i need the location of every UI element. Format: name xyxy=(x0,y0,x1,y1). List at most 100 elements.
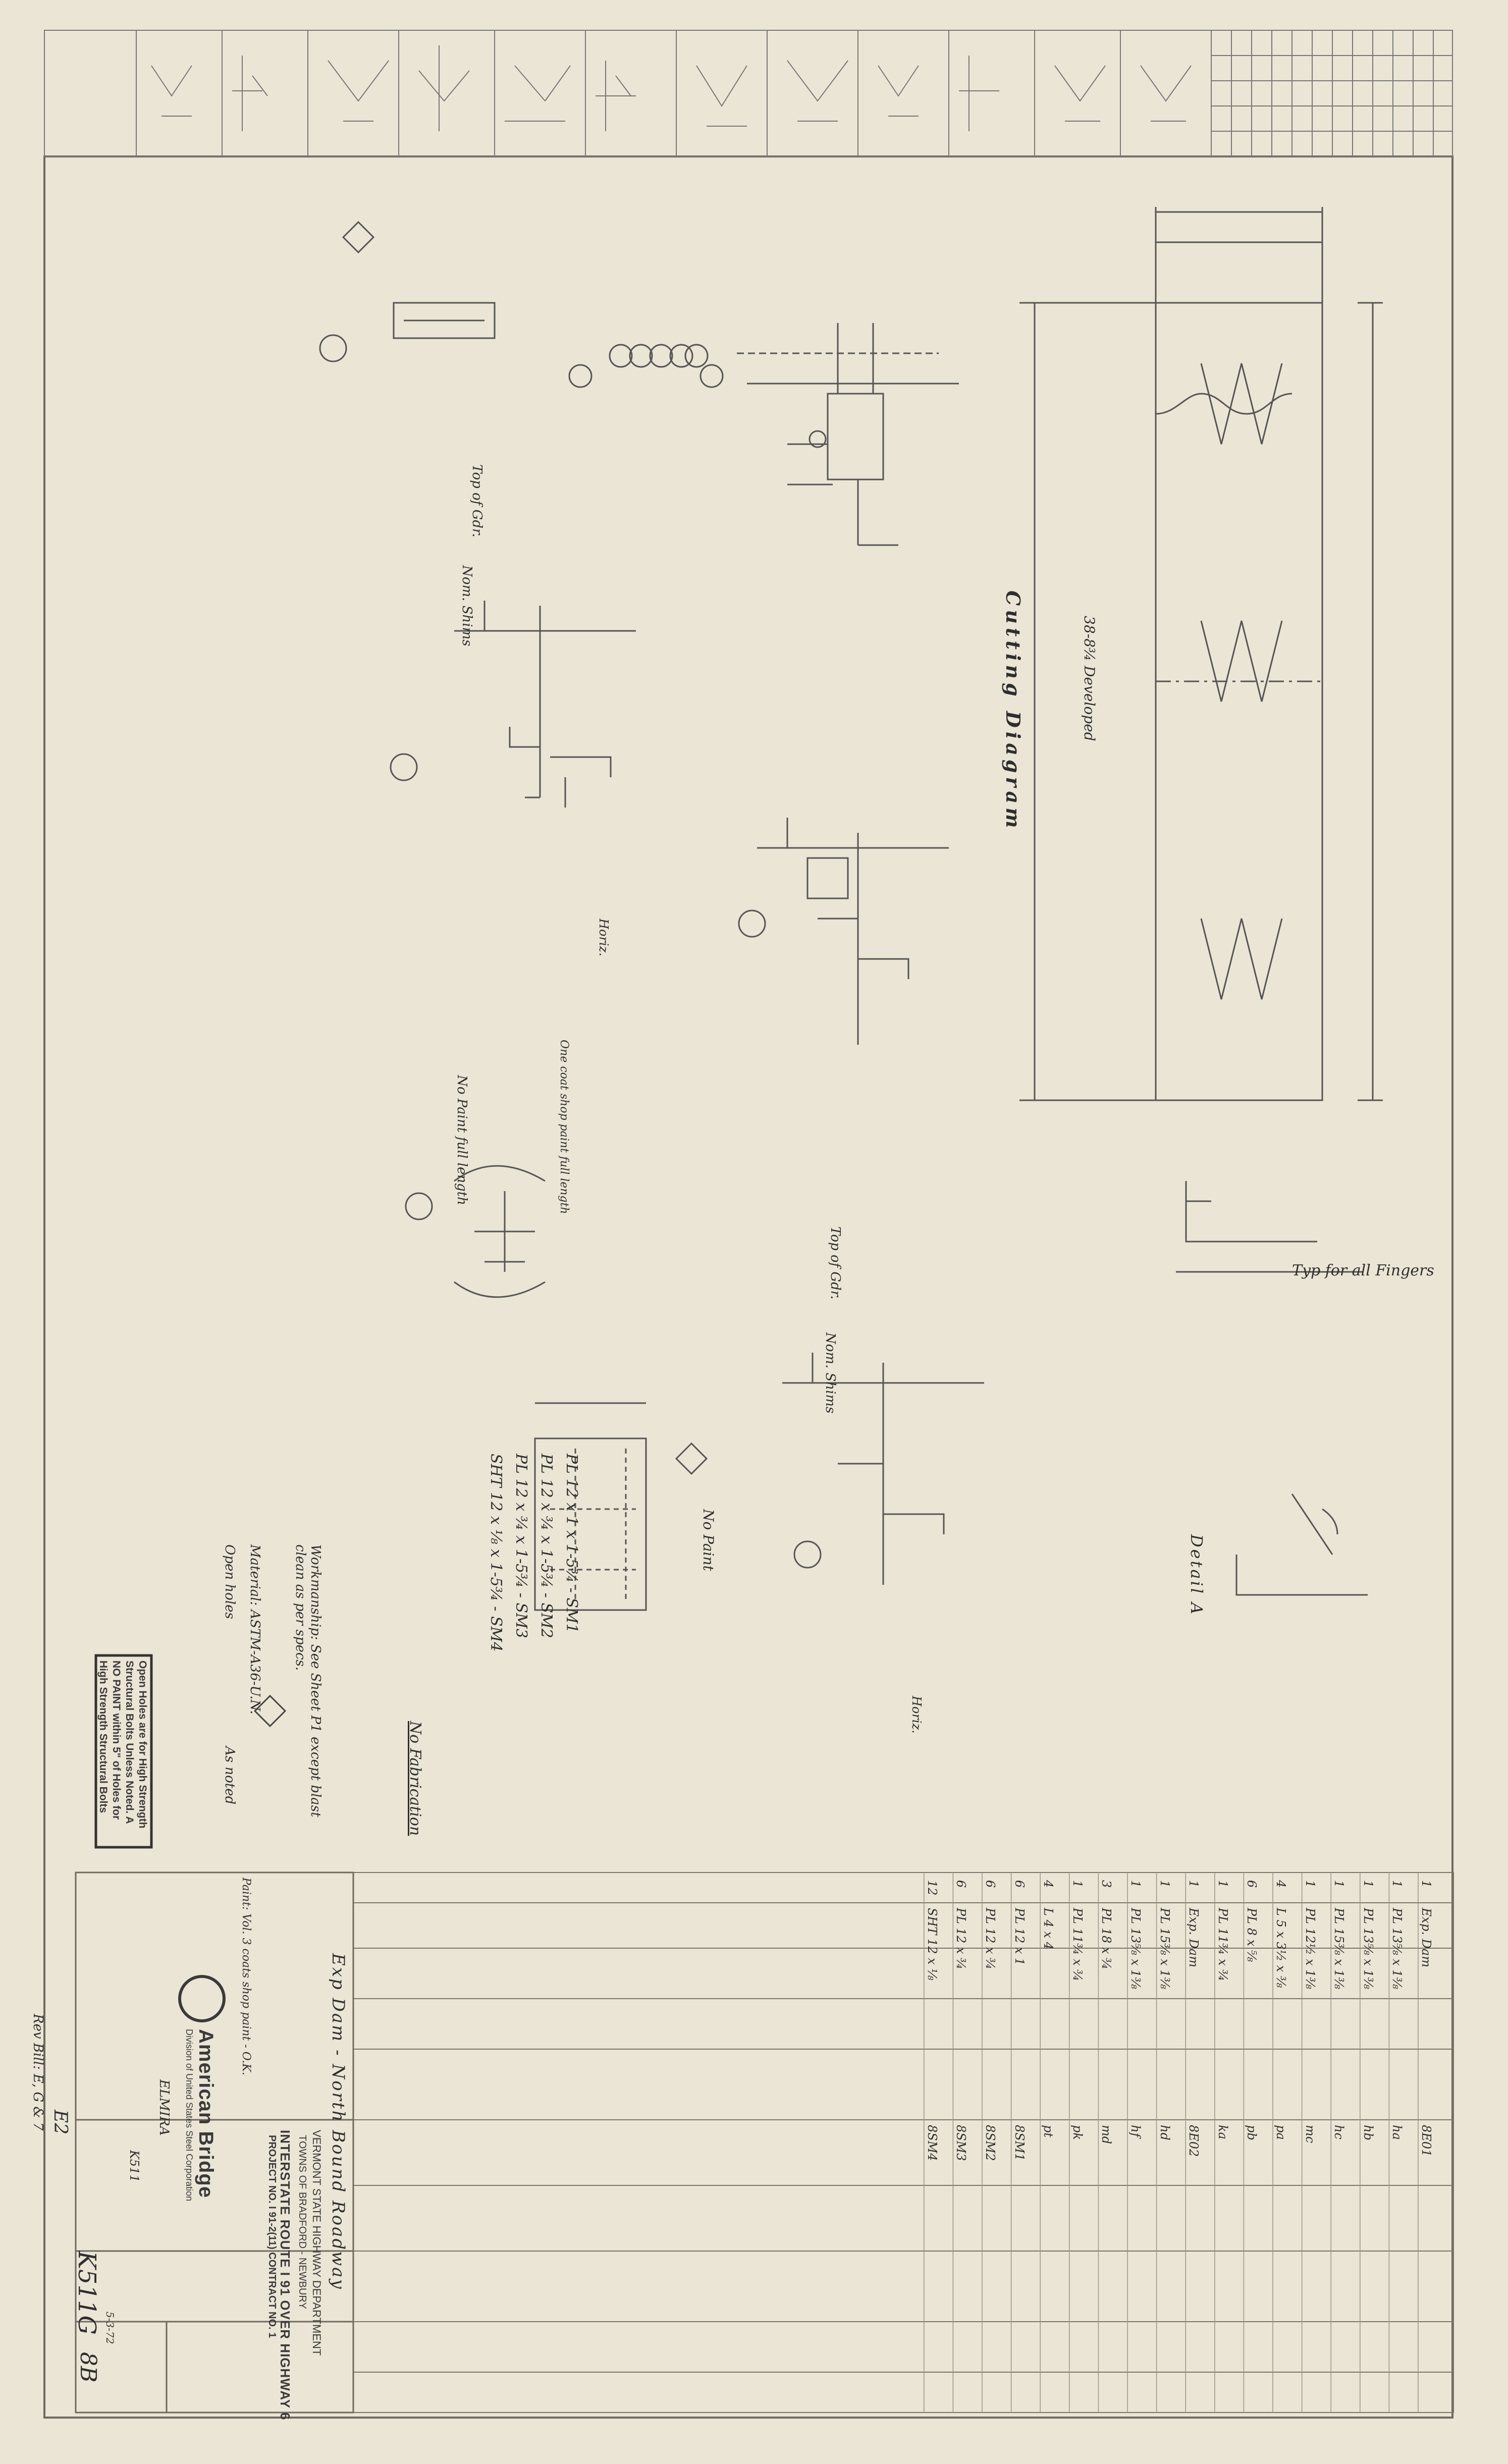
dated-text: 5-3-72 xyxy=(104,2312,116,2344)
workmanship-note: Workmanship: See Sheet P1 except blast c… xyxy=(293,1544,323,1817)
weld-symbol-strip xyxy=(44,30,1453,157)
horiz-label-1: Horiz. xyxy=(597,919,611,956)
company-division: Division of United States Steel Corporat… xyxy=(184,2029,194,2202)
bill-cell-desc: PL 13⅝ x 1⅜ xyxy=(1128,1908,1143,1989)
bill-cell-qty: 1 xyxy=(1187,1880,1201,1888)
bill-cell-qty: 1 xyxy=(1390,1880,1405,1888)
horiz-label-2: Horiz. xyxy=(909,1696,924,1734)
bill-cell-desc: PL 15⅜ x 1⅜ xyxy=(1157,1908,1172,1989)
bill-cell-mark: md xyxy=(1099,2125,1114,2145)
bill-cell-qty: 1 xyxy=(1332,1880,1347,1888)
bill-cell-desc: PL 12 x ¾ xyxy=(954,1908,968,1970)
bill-cell-mark: ka xyxy=(1215,2125,1230,2139)
bill-cell-mark: mc xyxy=(1303,2125,1317,2144)
detail-n-sketch xyxy=(405,1165,546,1298)
nom-shims-label-2: Nom. Shims xyxy=(823,1332,838,1414)
hs-bolt-note: Open Holes are for High Strength Structu… xyxy=(97,1660,148,1829)
detail-j-sketch xyxy=(782,1353,984,1585)
plate-sm4: SHT 12 x ⅛ x 1-5¾ - SM4 xyxy=(487,1454,505,1652)
bill-cell-mark: pa xyxy=(1274,2125,1288,2140)
bill-cell-desc: Exp. Dam xyxy=(1187,1908,1201,1967)
bill-cell-qty: 1 xyxy=(1215,1880,1230,1888)
typ-fingers-label: Typ for all Fingers xyxy=(1292,1262,1434,1279)
bill-cell-qty: 12 xyxy=(925,1880,939,1896)
detail-h2-sketch xyxy=(738,818,949,1045)
bill-cell-qty: 4 xyxy=(1274,1880,1288,1888)
bill-cell-qty: 4 xyxy=(1041,1880,1056,1888)
detail-a-sketch xyxy=(1235,1493,1368,1596)
plate-sm1: PL 12 x 1 x 1-5¾ - SM1 xyxy=(563,1454,580,1633)
cutting-diagram-label: Cutting Diagram xyxy=(1002,591,1025,832)
top-of-gdr-label-2: Top of Gdr. xyxy=(828,1226,843,1300)
detail-a-label: Detail A xyxy=(1187,1534,1206,1617)
plate-sm2: PL 12 x ¾ x 1-5¾ - SM2 xyxy=(537,1454,555,1638)
section-detail-b-g xyxy=(737,323,959,546)
bill-cell-qty: 6 xyxy=(1012,1880,1027,1888)
bill-cell-desc: L 4 x 4 xyxy=(1041,1908,1056,1950)
material-note: Material: ASTM-A36-U.N. xyxy=(247,1544,262,1715)
bill-cell-desc: SHT 12 x ⅛ xyxy=(925,1908,939,1980)
paint-note: Paint: Vol. 3 coats shop paint - O.K. xyxy=(240,1878,252,2075)
bill-cell-mark: 8SM2 xyxy=(983,2125,997,2161)
bill-cell-desc: PL 18 x ¾ xyxy=(1099,1908,1114,1970)
e-box: E2 xyxy=(50,2110,71,2135)
bill-cell-mark: pb xyxy=(1245,2125,1259,2140)
bill-cell-qty: 1 xyxy=(1128,1880,1143,1888)
uss-logo xyxy=(178,1975,226,2022)
detail-h1-sketch xyxy=(390,601,636,808)
title-block xyxy=(75,1871,354,2414)
contract-text: K511 xyxy=(127,2150,141,2182)
bill-cell-qty: 1 xyxy=(1157,1880,1172,1888)
bill-cell-mark: hb xyxy=(1361,2125,1375,2140)
bill-cell-desc: PL 15⅜ x 1⅜ xyxy=(1332,1908,1347,1989)
open-holes-note: Open holes xyxy=(222,1544,237,1619)
bill-cell-desc: Exp. Dam xyxy=(1419,1908,1433,1967)
detail-k-sketch xyxy=(319,221,496,362)
bill-cell-qty: 3 xyxy=(1099,1880,1114,1888)
bill-cell-qty: 1 xyxy=(1361,1880,1375,1888)
shim-plate-sketch xyxy=(534,1402,708,1611)
bill-cell-desc: PL 11¾ x ¾ xyxy=(1070,1908,1085,1981)
open-holes-diamond xyxy=(253,1694,287,1728)
developed-length-label: 38-8¾ Developed xyxy=(1081,616,1098,741)
circle-labels-b-g xyxy=(568,344,724,388)
bill-cell-desc: L 5 x 3½ x ⅜ xyxy=(1274,1908,1288,1988)
bill-cell-qty: 1 xyxy=(1419,1880,1433,1888)
towns-text: TOWNS OF BRADFORD - NEWBURY xyxy=(297,2135,308,2309)
bill-cell-mark: 8SM1 xyxy=(1012,2125,1027,2161)
bill-cell-qty: 6 xyxy=(954,1880,968,1888)
bill-cell-mark: hf xyxy=(1128,2125,1143,2137)
no-paint-label: No Paint xyxy=(700,1509,717,1571)
bill-row-lines xyxy=(924,1872,1419,2413)
drawing-number: K511G xyxy=(73,2251,101,2335)
bill-table-grid xyxy=(353,1872,1454,2413)
finger-typical-sketch xyxy=(1176,1181,1363,1273)
plate-sm3: PL 12 x ¾ x 1-5¾ - SM3 xyxy=(512,1454,530,1638)
project-text: PROJECT NO. I 91-2(11) CONTRACT NO. 1 xyxy=(266,2135,278,2338)
bill-cell-mark: 8E02 xyxy=(1187,2125,1201,2157)
bill-cell-qty: 6 xyxy=(1245,1880,1259,1888)
bill-cell-qty: 6 xyxy=(983,1880,997,1888)
rev-note: Rev Bill: E, G & 7 xyxy=(30,2014,45,2131)
no-paint-full-label: No Paint full length xyxy=(454,1075,469,1205)
top-of-gdr-label-1: Top of Gdr. xyxy=(469,464,484,538)
bill-cell-mark: pt xyxy=(1041,2125,1056,2138)
bill-cell-desc: PL 8 x ⅝ xyxy=(1245,1908,1259,1962)
bill-cell-mark: hd xyxy=(1157,2125,1172,2140)
sheet-number: 8B xyxy=(75,2352,101,2383)
bill-cell-desc: PL 13⅝ x 1⅜ xyxy=(1390,1908,1405,1989)
cutting-diagram xyxy=(1019,207,1383,1101)
owner-text: VERMONT STATE HIGHWAY DEPARTMENT xyxy=(310,2130,323,2356)
bill-cell-mark: 8E01 xyxy=(1419,2125,1433,2157)
bill-cell-desc: PL 11¾ x ¾ xyxy=(1215,1908,1230,1981)
bill-cell-qty: 1 xyxy=(1303,1880,1317,1888)
bill-cell-mark: 8SM3 xyxy=(954,2125,968,2161)
bill-cell-desc: PL 13⅝ x 1⅜ xyxy=(1361,1908,1375,1989)
bill-subtitle: Exp Dam - North Bound Roadway xyxy=(328,1953,348,2290)
one-coat-paint-label: One coat shop paint full length xyxy=(558,1040,570,1214)
company-name: American Bridge xyxy=(195,2029,217,2199)
nom-shims-label-1: Nom. Shims xyxy=(459,565,474,647)
elmira-text: ELMIRA xyxy=(156,2079,172,2136)
